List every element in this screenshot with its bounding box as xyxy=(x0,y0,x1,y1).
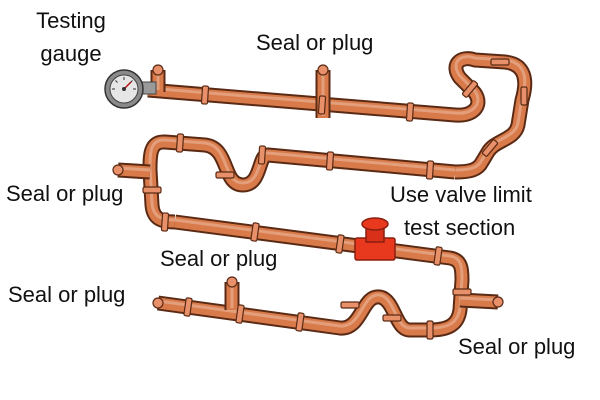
pipe-lower-diagonal xyxy=(157,216,468,336)
cap-bottom-left-stub xyxy=(226,276,238,288)
pipe-coupling xyxy=(295,312,305,332)
pipe-coupling xyxy=(490,58,510,66)
gauge-hub xyxy=(122,87,126,91)
pipe-lower-diagonal-highlight xyxy=(157,218,464,330)
pipe-coupling xyxy=(452,288,472,296)
cap-gauge-riser xyxy=(152,64,164,76)
pipe-middle-return-highlight xyxy=(148,138,456,222)
label-seal-right-bottom: Seal or plug xyxy=(458,334,576,359)
pipe-coupling xyxy=(335,234,345,254)
gauge-ticks xyxy=(112,77,136,90)
cap-top-stub xyxy=(317,64,329,76)
label-valve: Use valve limit test section xyxy=(390,182,532,241)
pipe-coupling xyxy=(250,222,260,242)
pipe-top xyxy=(147,53,531,178)
valve-icon xyxy=(354,217,396,261)
label-testing-gauge: Testing gauge xyxy=(26,8,116,67)
pipe-coupling xyxy=(160,212,170,232)
pipe-stub-bottom-right xyxy=(459,294,499,308)
cap-bottom-right-stub xyxy=(492,296,504,308)
label-valve-line1: Use valve limit xyxy=(390,182,532,207)
pipe-coupling xyxy=(183,297,193,317)
pipe-coupling xyxy=(257,145,267,165)
label-seal-top: Seal or plug xyxy=(256,30,374,55)
joint-layer xyxy=(112,58,528,340)
pipe-middle-return xyxy=(144,136,456,228)
pressure-gauge-icon xyxy=(104,69,157,109)
cap-left-mid-stub xyxy=(112,164,124,176)
gauge-connector xyxy=(141,81,157,95)
pipe-coupling xyxy=(520,86,528,106)
pipe-coupling xyxy=(175,133,185,153)
label-valve-line2: test section xyxy=(404,215,516,241)
pipe-coupling xyxy=(426,320,434,340)
pipe-coupling xyxy=(235,304,245,324)
cap-bottom-left-end xyxy=(152,297,164,309)
pipe-coupling xyxy=(325,151,335,171)
pipe-coupling xyxy=(382,314,402,322)
pipe-coupling xyxy=(433,246,443,266)
pipe-coupling xyxy=(317,95,327,115)
pipe-coupling xyxy=(481,139,499,157)
pipe-stub-bottom-right-highlight xyxy=(459,296,499,302)
label-seal-left-bottom: Seal or plug xyxy=(8,282,126,307)
pipe-coupling xyxy=(461,80,479,98)
label-seal-left-mid: Seal or plug xyxy=(6,181,124,206)
label-testing-gauge-line2: gauge xyxy=(40,41,102,67)
pipe-coupling xyxy=(405,102,415,122)
valve-handwheel xyxy=(361,217,389,231)
pipe-coupling xyxy=(215,171,235,179)
label-testing-gauge-line1: Testing xyxy=(36,8,106,33)
pipe-coupling xyxy=(142,186,162,194)
pipe-coupling xyxy=(425,160,435,180)
pipe-coupling xyxy=(340,301,360,309)
pipe-coupling xyxy=(200,85,210,105)
label-seal-center: Seal or plug xyxy=(160,246,278,271)
